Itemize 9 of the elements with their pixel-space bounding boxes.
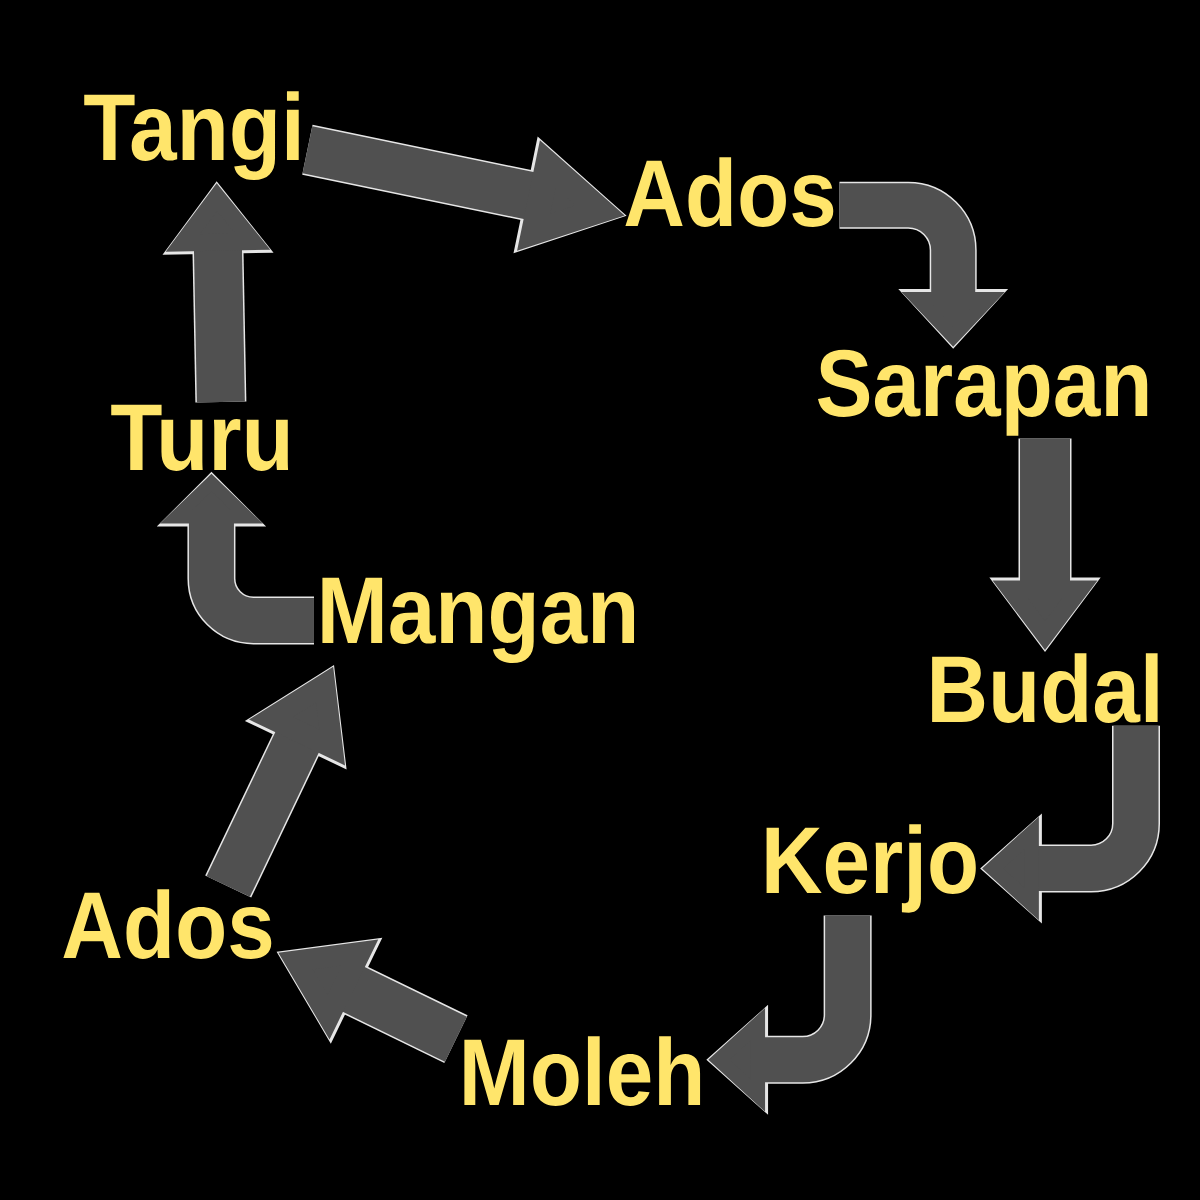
step-label: Mangan [322,577,634,664]
step-label: Ados [63,889,272,959]
step-label: Turu [111,404,289,471]
step-label: Budal [932,653,1158,723]
step-label: Kerjo [766,824,976,913]
step-label: Sarapan [818,349,1148,436]
step-label: Tangi [84,91,299,181]
step-label: Ados [625,157,834,227]
step-label: Moleh [464,1036,701,1106]
